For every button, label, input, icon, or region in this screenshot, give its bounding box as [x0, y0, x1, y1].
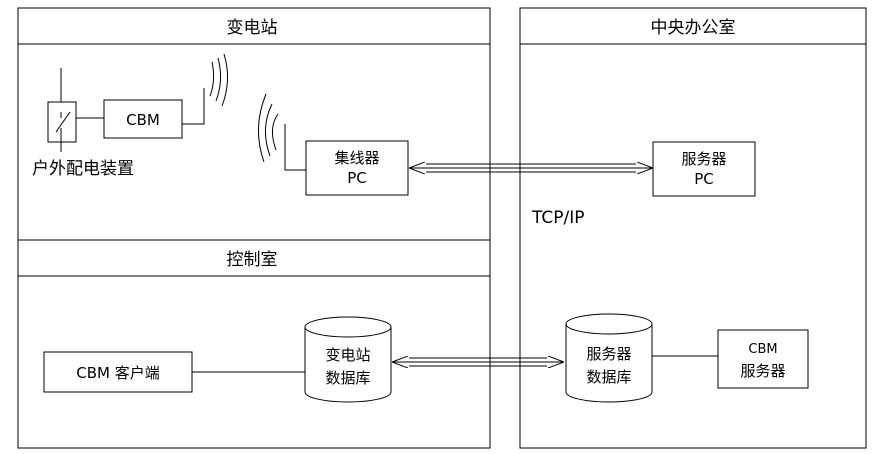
concentrator-antenna-mast — [284, 124, 306, 171]
cbm-client-label: CBM 客户端 — [76, 364, 159, 382]
concentrator-pc-label-1: 集线器 — [334, 149, 379, 167]
substation-db-label-2: 数据库 — [325, 369, 370, 387]
central-office-title: 中央办公室 — [651, 18, 736, 38]
cbm-unit-label: CBM — [126, 111, 160, 129]
concentrator-pc-box — [305, 140, 409, 196]
cbm-server-label-1: CBM — [748, 342, 777, 357]
network-protocol-label: TCP/IP — [531, 208, 585, 228]
cbm-antenna-mast — [182, 88, 205, 125]
outdoor-switchgear-icon — [47, 68, 77, 152]
server-pc-box — [652, 141, 756, 197]
database-sync-arrow — [393, 358, 563, 366]
cbm-unit-box — [103, 99, 183, 139]
cbm-server-label-2: 服务器 — [740, 362, 785, 380]
server-db-label-1: 服务器 — [586, 345, 631, 363]
cbm-wireless-icon — [209, 53, 228, 107]
substation-database-icon — [304, 316, 392, 403]
server-database-icon — [565, 313, 653, 403]
substation-title: 变电站 — [227, 18, 278, 38]
server-db-label-2: 数据库 — [586, 368, 631, 386]
concentrator-pc-label-2: PC — [347, 169, 367, 187]
concentrator-server-link-arrow — [410, 164, 652, 172]
cbm-server-box — [717, 329, 809, 389]
central-office-frame — [519, 7, 867, 449]
concentrator-wireless-icon — [257, 93, 279, 163]
outdoor-device-label: 户外配电装置 — [32, 159, 134, 179]
control-room-title: 控制室 — [227, 250, 278, 270]
server-pc-label-1: 服务器 — [681, 150, 726, 168]
server-pc-label-2: PC — [694, 170, 714, 188]
substation-frame — [17, 7, 491, 449]
substation-db-label-1: 变电站 — [325, 346, 370, 364]
